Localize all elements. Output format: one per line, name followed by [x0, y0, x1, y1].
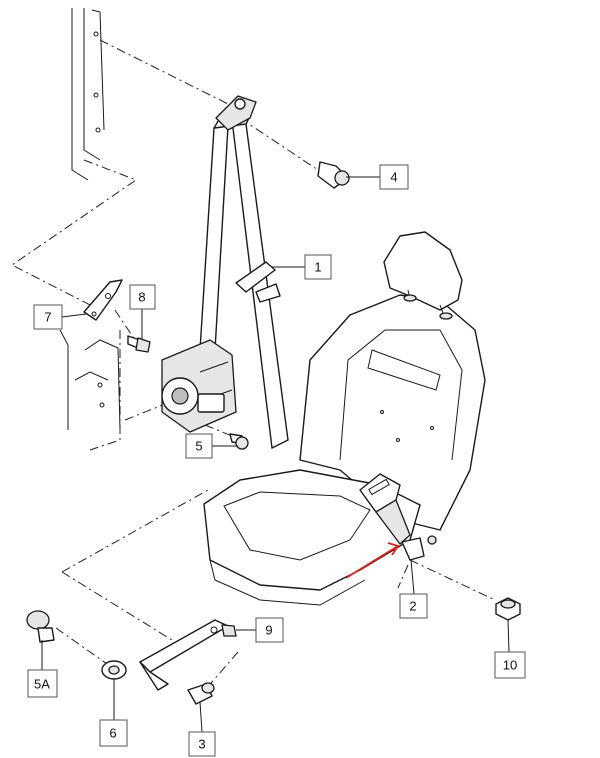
bolt-part-5: [229, 433, 249, 450]
nut-part-10: [495, 597, 521, 621]
callout-5a-label: 5A: [34, 677, 50, 692]
callout-9: 9: [255, 617, 284, 643]
washer-part-6: [101, 660, 127, 680]
callout-5: 5: [185, 433, 213, 459]
callout-3-label: 3: [198, 737, 205, 752]
leader-lines: [41, 176, 510, 733]
callout-2-label: 2: [409, 599, 416, 614]
b-pillar-body-panel: [59, 8, 121, 431]
callout-6-label: 6: [109, 726, 116, 741]
seat-cushion: [203, 469, 421, 606]
callout-1: 1: [304, 254, 332, 280]
callout-4: 4: [379, 164, 409, 190]
callout-9-label: 9: [265, 623, 272, 638]
callout-8-label: 8: [138, 290, 145, 305]
callout-10: 10: [494, 651, 526, 679]
upper-belt-anchor: [215, 95, 257, 131]
bolt-part-8: [127, 335, 151, 353]
upper-bolt-part-4: [317, 161, 350, 189]
highlight-arrow: [345, 542, 400, 579]
callout-1-label: 1: [314, 260, 321, 275]
bolt-part-5a: [26, 610, 55, 643]
callout-5-label: 5: [195, 439, 202, 454]
bracket-part-7: [83, 279, 123, 321]
callout-2: 2: [399, 593, 428, 619]
callout-7: 7: [33, 304, 63, 330]
callout-4-label: 4: [390, 170, 397, 185]
callout-6: 6: [99, 719, 128, 747]
callout-7-label: 7: [44, 310, 51, 325]
callout-3: 3: [188, 731, 216, 757]
seat-headrest: [383, 231, 463, 320]
seat-belt-buckle-part-2: [359, 473, 437, 561]
bolt-part-3: [187, 682, 215, 705]
anchor-rail-part-9: [139, 619, 237, 691]
belt-retractor: [161, 339, 237, 433]
callout-8: 8: [129, 284, 156, 310]
callout-10-label: 10: [503, 658, 517, 673]
callout-5a: 5A: [27, 669, 58, 698]
